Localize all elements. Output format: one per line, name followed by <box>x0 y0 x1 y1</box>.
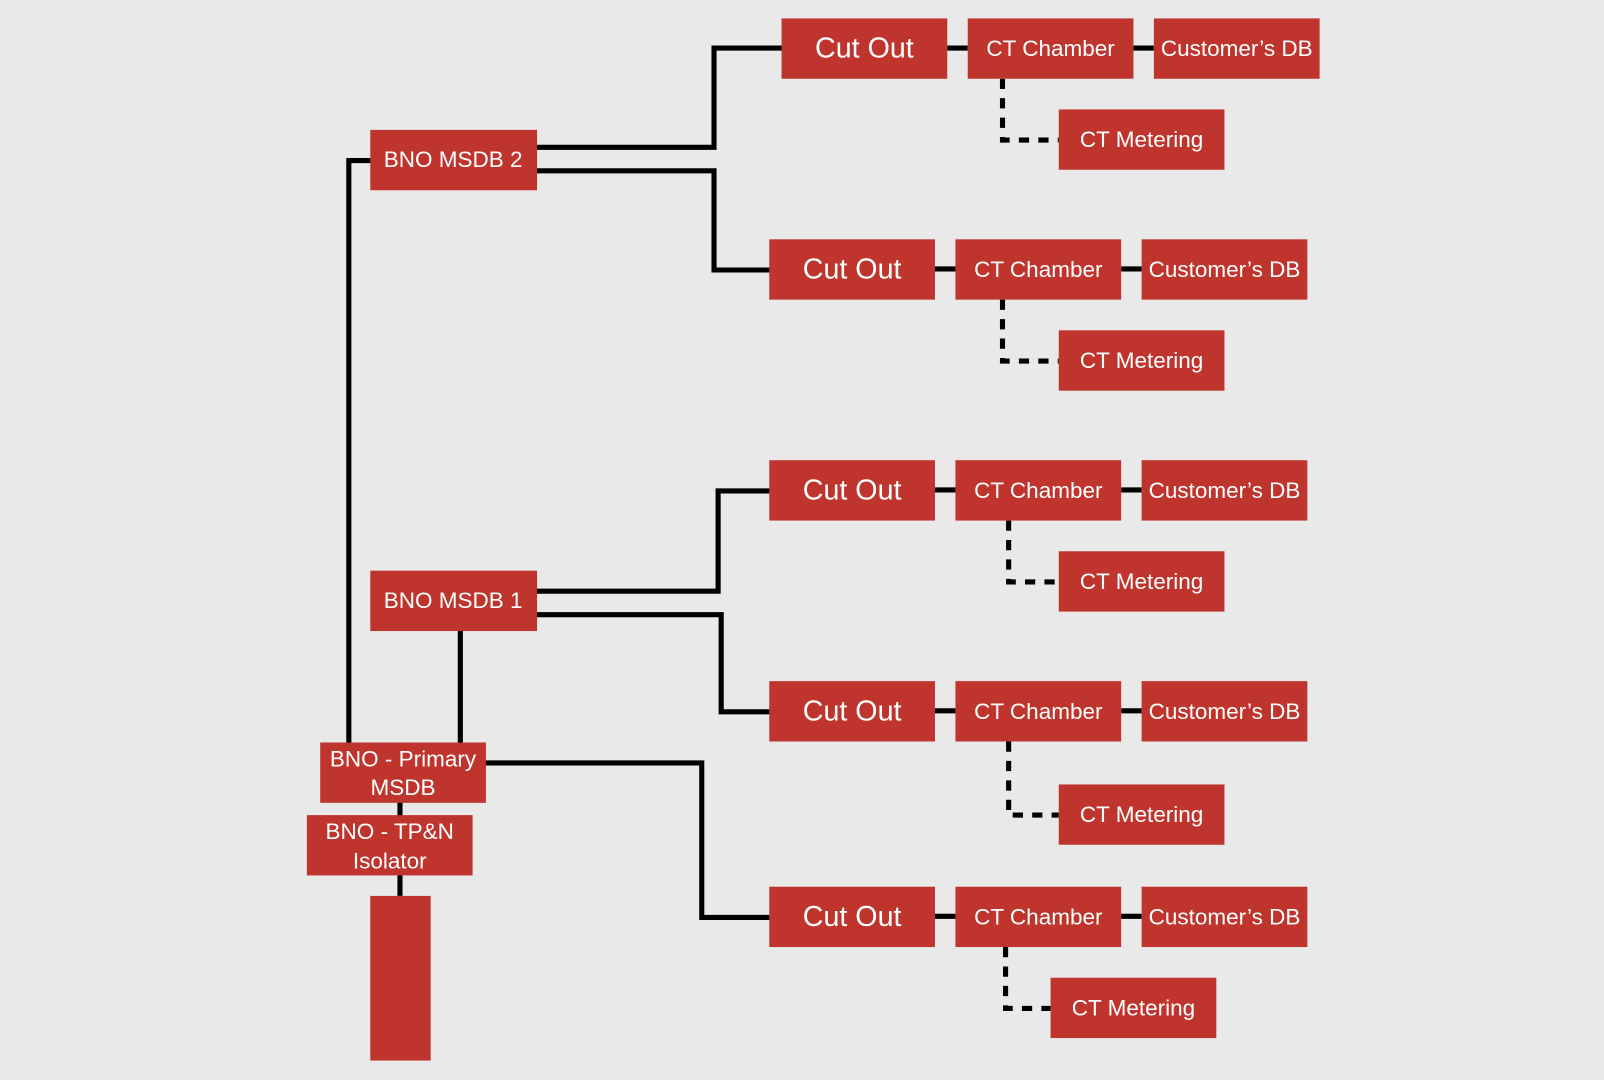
ct-metering-box[interactable]: CT Metering <box>1058 784 1225 845</box>
ct-metering-box[interactable]: CT Metering <box>1058 109 1225 170</box>
msdb1-box[interactable]: BNO MSDB 1 <box>370 570 538 632</box>
ct-chamber-box[interactable]: CT Chamber <box>955 460 1122 521</box>
cut-out-box-label: Cut Out <box>803 695 902 727</box>
ct-metering-box-label: CT Metering <box>1080 127 1203 152</box>
branch-row: Cut Out CT Chamber Customer’s DB CT Meterin… <box>769 681 1308 845</box>
cut-out-box[interactable]: Cut Out <box>769 886 935 948</box>
ct-metering-box-label: CT Metering <box>1080 569 1203 594</box>
cut-out-box[interactable]: Cut Out <box>769 460 935 521</box>
customer-db-box-label: Customer’s DB <box>1161 36 1313 61</box>
customer-db-box-label: Customer’s DB <box>1149 478 1301 503</box>
ct-metering-box[interactable]: CT Metering <box>1050 977 1217 1039</box>
cut-out-box-label: Cut Out <box>803 901 902 933</box>
customer-db-box[interactable]: Customer’s DB <box>1141 681 1308 742</box>
wire-msdb2-branch2 <box>536 168 772 273</box>
ct-chamber-box-label: CT Chamber <box>974 478 1103 503</box>
customer-db-box[interactable]: Customer’s DB <box>1141 460 1308 521</box>
ct-metering-box-label: CT Metering <box>1072 995 1195 1020</box>
connections <box>346 45 784 920</box>
dashed-ctchamber-metering <box>1003 947 1051 1011</box>
isolator-box[interactable]: BNO - TP&N Isolator <box>306 815 473 876</box>
dashed-ctchamber-metering <box>999 78 1059 143</box>
cut-out-box-label: Cut Out <box>815 33 914 65</box>
customer-db-box[interactable]: Customer’s DB <box>1141 239 1308 300</box>
customer-db-box[interactable]: Customer’s DB <box>1141 886 1308 948</box>
ct-metering-box-label: CT Metering <box>1080 348 1203 373</box>
primary-label-line2: MSDB <box>371 775 436 800</box>
ct-chamber-box-label: CT Chamber <box>974 699 1103 724</box>
wire-msdb1-branch3 <box>536 488 772 594</box>
ct-chamber-box-label: CT Chamber <box>974 904 1103 929</box>
ct-chamber-box[interactable]: CT Chamber <box>967 18 1134 79</box>
customer-db-box[interactable]: Customer’s DB <box>1153 18 1320 79</box>
ct-metering-box[interactable]: CT Metering <box>1058 330 1225 391</box>
ct-metering-box-label: CT Metering <box>1080 802 1203 827</box>
cut-out-box[interactable]: Cut Out <box>769 239 935 300</box>
isolator-label-line2: Isolator <box>353 849 427 874</box>
msdb1-label: BNO MSDB 1 <box>384 588 523 613</box>
msdb2-box[interactable]: BNO MSDB 2 <box>370 129 538 191</box>
msdb2-label: BNO MSDB 2 <box>384 147 523 172</box>
cut-out-box-label: Cut Out <box>803 253 902 285</box>
primary-msdb-box[interactable]: BNO - Primary MSDB <box>320 742 486 803</box>
cut-out-box[interactable]: Cut Out <box>769 681 935 742</box>
customer-db-box-label: Customer’s DB <box>1149 257 1301 282</box>
ct-chamber-box[interactable]: CT Chamber <box>955 681 1122 742</box>
branch-row: Cut Out CT Chamber Customer’s DB CT Meterin… <box>769 886 1308 1039</box>
wire-primary-msdb2 <box>346 158 373 743</box>
wire-msdb2-branch1 <box>536 45 784 150</box>
customer-db-box-label: Customer’s DB <box>1149 699 1301 724</box>
supply-block[interactable] <box>370 895 431 1061</box>
ct-chamber-box[interactable]: CT Chamber <box>955 886 1122 948</box>
branch-row: Cut Out CT Chamber Customer’s DB CT Meterin… <box>769 239 1308 391</box>
cut-out-box[interactable]: Cut Out <box>781 18 948 79</box>
dashed-ctchamber-metering <box>1006 741 1059 818</box>
wire-primary-branch5 <box>484 760 772 920</box>
ct-metering-box[interactable]: CT Metering <box>1058 551 1225 612</box>
ct-chamber-box-label: CT Chamber <box>986 36 1115 61</box>
branch-row: Cut Out CT Chamber Customer’s DB CT Meterin… <box>769 460 1308 612</box>
primary-label-line1: BNO - Primary <box>330 746 477 771</box>
branch-row: Cut Out CT Chamber Customer’s DB CT Meterin… <box>781 18 1320 170</box>
ct-chamber-box-label: CT Chamber <box>974 257 1103 282</box>
dashed-ctchamber-metering <box>999 299 1059 364</box>
cut-out-box-label: Cut Out <box>803 474 902 506</box>
customer-db-box-label: Customer’s DB <box>1149 904 1301 929</box>
wire-msdb1-branch4 <box>536 612 772 715</box>
dashed-ctchamber-metering <box>1006 520 1059 585</box>
isolator-label-line1: BNO - TP&N <box>326 819 454 844</box>
ct-chamber-box[interactable]: CT Chamber <box>955 239 1122 300</box>
